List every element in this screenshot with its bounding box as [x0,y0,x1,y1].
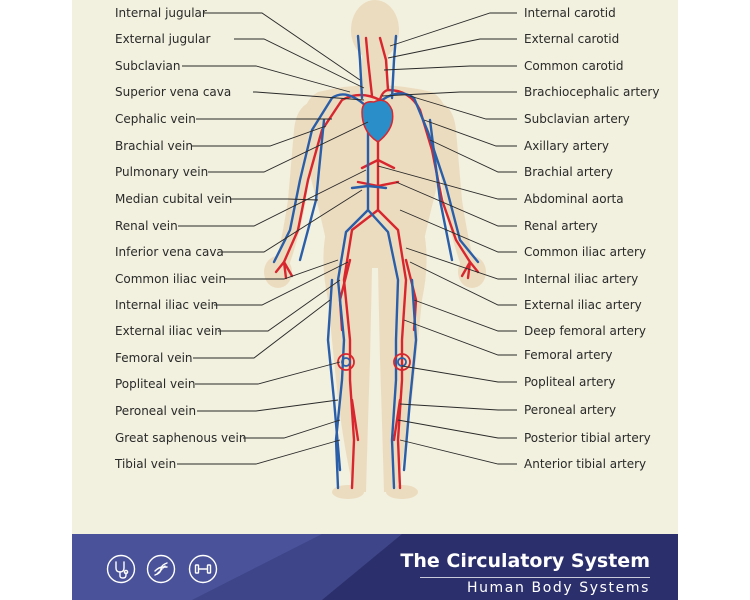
poster-title: The Circulatory System [400,550,650,572]
vein-label: Cephalic vein [115,112,196,126]
vein-label: Median cubital vein [115,192,232,206]
vein-label: Brachial vein [115,139,193,153]
vein-label: Peroneal vein [115,404,196,418]
vein-label: Femoral vein [115,351,193,365]
artery-label: Axillary artery [524,139,609,153]
body-silhouette [264,0,486,499]
vein-label: Subclavian [115,59,181,73]
artery-label: External iliac artery [524,298,642,312]
artery-label: Abdominal aorta [524,192,624,206]
footer-background [72,534,678,600]
artery-label: Renal artery [524,219,598,233]
artery-label: Internal carotid [524,6,616,20]
artery-label: External carotid [524,32,619,46]
vein-label: Pulmonary vein [115,165,208,179]
knee-vessels [337,353,411,371]
artery-label: Popliteal artery [524,375,615,389]
vein-label: Internal jugular [115,6,207,20]
veins [272,34,480,490]
artery-label: Femoral artery [524,348,613,362]
footer-banner: The Circulatory System Human Body System… [72,534,678,600]
vein-labels: Internal jugular External jugular Subcla… [114,6,246,471]
poster-subtitle: Human Body Systems [466,580,650,596]
artery-leader-lines [377,12,517,465]
artery-label: Common carotid [524,59,623,73]
vein-label: Renal vein [115,219,178,233]
title-divider [420,577,650,578]
artery-label: Brachial artery [524,165,613,179]
vein-label: Inferior vena cava [115,245,224,259]
artery-label: Posterior tibial artery [524,431,651,445]
artery-label: Deep femoral artery [524,324,646,338]
dna-icon[interactable] [146,554,176,584]
vein-label: Common iliac vein [115,272,226,286]
artery-label: Internal iliac artery [524,272,638,286]
vein-label: Popliteal vein [115,377,195,391]
stethoscope-icon[interactable] [106,554,136,584]
artery-labels: Internal carotid External carotid Common… [524,6,659,471]
artery-label: Common iliac artery [524,245,646,259]
artery-label: Brachiocephalic artery [524,85,659,99]
vein-label: External jugular [115,32,210,46]
vein-label: Superior vena cava [115,85,231,99]
artery-label: Subclavian artery [524,112,630,126]
vein-label: Tibial vein [114,457,176,471]
artery-label: Anterior tibial artery [524,457,646,471]
heart [361,99,394,143]
vein-leader-lines [177,12,369,465]
dumbbell-icon[interactable] [188,554,218,584]
artery-label: Peroneal artery [524,403,616,417]
vein-label: Great saphenous vein [115,431,246,445]
vein-label: External iliac vein [115,324,222,338]
vein-label: Internal iliac vein [115,298,218,312]
